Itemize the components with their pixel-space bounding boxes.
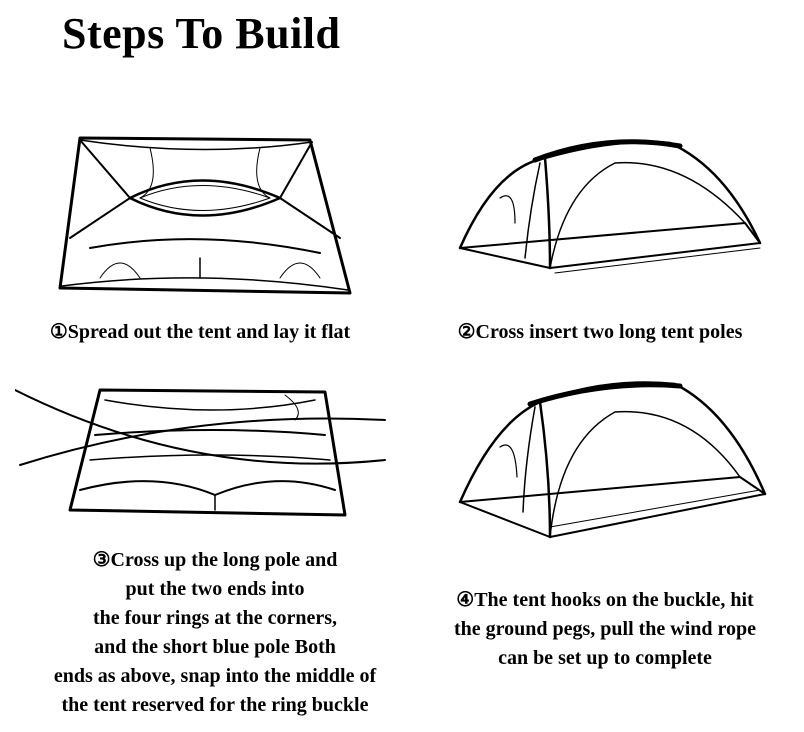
step-1-illustration-flat-tent	[58, 136, 352, 295]
step-3-line: ends as above, snap into the middle of	[53, 665, 377, 687]
step-2-illustration-tent-poles	[458, 139, 762, 274]
step-1-caption: ①Spread out the tent and lay it flat	[20, 318, 380, 347]
step-4-line: the ground pegs, pull the wind rope	[453, 618, 757, 640]
step-3-line: put the two ends into	[125, 578, 305, 600]
step-3-line: the tent reserved for the ring buckle	[61, 694, 369, 716]
step-4-line: ④The tent hooks on the buckle, hit	[456, 589, 754, 611]
step-3-line: the four rings at the corners,	[92, 607, 338, 629]
step-2-line: ②Cross insert two long tent poles	[457, 321, 743, 343]
step-2-caption: ②Cross insert two long tent poles	[420, 318, 780, 347]
step-3-line: and the short blue pole Both	[94, 636, 336, 658]
step-1-line: ①Spread out the tent and lay it flat	[49, 321, 351, 343]
step-4-line: can be set up to complete	[498, 647, 712, 669]
step-3-caption: ③Cross up the long pole and put the two …	[0, 546, 430, 720]
page-title: Steps To Build	[62, 9, 341, 58]
step-3-line: ③Cross up the long pole and	[92, 549, 338, 571]
step-4-caption: ④The tent hooks on the buckle, hit the g…	[410, 586, 800, 673]
step-4-illustration-complete-tent	[458, 381, 767, 539]
step-3-illustration-crossed-poles	[15, 388, 386, 517]
